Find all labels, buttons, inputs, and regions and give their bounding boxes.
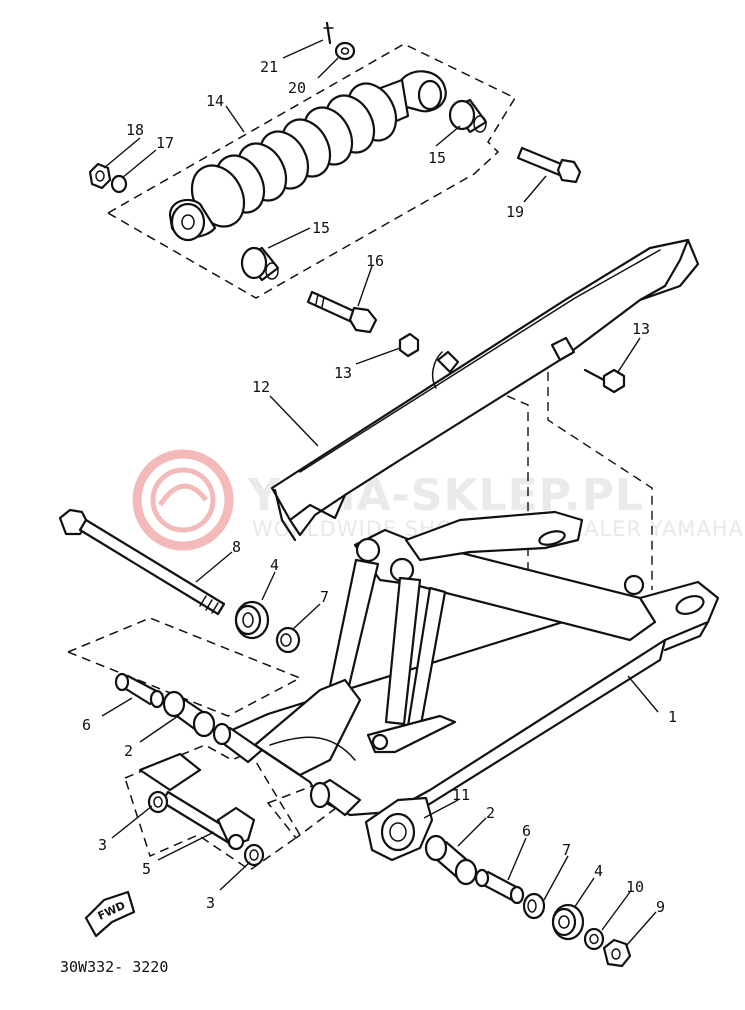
bolt-19 — [516, 146, 582, 184]
shock-spring — [190, 82, 398, 228]
callout-7-right: 7 — [562, 841, 571, 859]
bushing-15-lower — [240, 246, 280, 282]
callout-17: 17 — [156, 134, 174, 152]
collar-6-right — [474, 868, 525, 905]
callout-6-right: 6 — [522, 822, 531, 840]
callout-15-upper: 15 — [428, 149, 446, 167]
callout-19: 19 — [506, 203, 524, 221]
callout-12: 12 — [252, 378, 270, 396]
callout-3-lower: 3 — [206, 894, 215, 912]
callout-6-left: 6 — [82, 716, 91, 734]
callout-21: 21 — [260, 58, 278, 76]
thrust-cover-7-left — [275, 626, 301, 654]
callout-2-left: 2 — [124, 742, 133, 760]
rear-shock-absorber-14 — [168, 70, 447, 242]
adjuster-5 — [138, 752, 256, 851]
bolt-16 — [306, 290, 378, 334]
callout-14: 14 — [206, 92, 224, 110]
washer-20 — [334, 41, 356, 61]
callout-2-right: 2 — [486, 804, 495, 822]
callout-13-left: 13 — [334, 364, 352, 382]
callout-20: 20 — [288, 79, 306, 97]
callout-13-right: 13 — [632, 320, 650, 338]
callout-1: 1 — [668, 708, 677, 726]
cotter-pin-21 — [323, 21, 334, 45]
rear-arm-1 — [230, 510, 720, 837]
callout-18: 18 — [126, 121, 144, 139]
callout-15-lower: 15 — [312, 219, 330, 237]
oil-seal-4-left — [234, 600, 270, 640]
bolt-13-right — [583, 368, 626, 394]
circlip-3-lower — [243, 843, 265, 867]
callout-5: 5 — [142, 860, 151, 878]
callout-3-upper: 3 — [98, 836, 107, 854]
collar-6-left — [114, 672, 165, 709]
leader-lines — [101, 39, 659, 947]
chain-case-12 — [270, 238, 700, 542]
forward-arrow-icon: FWD — [84, 890, 136, 938]
callout-10: 10 — [626, 878, 644, 896]
thrust-cover-7-right — [522, 892, 546, 920]
callout-11: 11 — [452, 786, 470, 804]
bolt-13-left — [398, 332, 420, 358]
watermark-logo — [132, 449, 234, 551]
bushing-2-left — [162, 690, 264, 764]
pivot-shaft-8 — [58, 508, 226, 616]
bushing-2-right — [424, 834, 478, 886]
callout-8: 8 — [232, 538, 241, 556]
oil-seal-4-right — [551, 903, 585, 941]
circlip-3-upper — [147, 790, 169, 814]
callout-4-right: 4 — [594, 862, 603, 880]
diagram-code: 30W332- 3220 — [60, 958, 168, 976]
callout-16: 16 — [366, 252, 384, 270]
nut-18 — [88, 162, 112, 190]
washer-10 — [583, 927, 605, 951]
callout-labels: 21 20 14 18 17 15 15 19 16 13 13 12 8 4 … — [82, 58, 677, 916]
callout-7-left: 7 — [320, 588, 329, 606]
callout-9: 9 — [656, 898, 665, 916]
bushing-15-upper — [448, 98, 488, 134]
nut-9 — [602, 938, 632, 968]
chain-puller-11 — [364, 796, 434, 862]
callout-4-left: 4 — [270, 556, 279, 574]
washer-17 — [110, 174, 128, 194]
